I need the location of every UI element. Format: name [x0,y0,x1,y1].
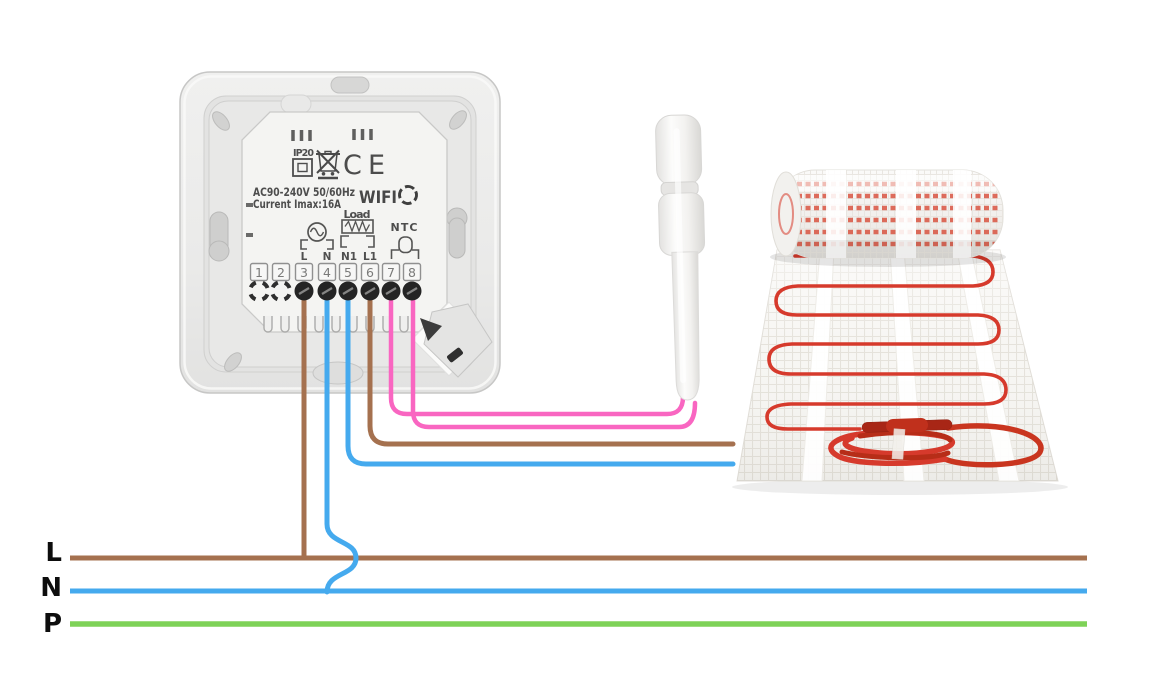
supply-bus-lines: L N P [40,538,1087,639]
empty-terminal-1 [248,280,270,302]
ntc-sensor-icon [390,236,420,259]
wifi-label: WIFI [359,188,397,208]
terminal-number-3: 3 [300,265,308,280]
neutral-in-wire [324,288,359,595]
probe-highlight [673,128,687,384]
mat-roll [770,169,1006,267]
terminal-screws [248,280,422,302]
top-mount-slot [330,76,370,94]
bottom-mount-slot [312,361,364,385]
probe-shaft [671,251,700,401]
ip-rating-label: IP20 [293,148,314,159]
ntc-floor-sensor-probe [655,114,706,401]
load-neutral-wire [345,288,736,467]
cable-splice-sleeve [886,418,929,433]
vent-slots [263,316,409,333]
terminal-number-1: 1 [255,265,263,280]
terminal-number-row: 1 2 3 4 5 6 7 8 [249,262,422,282]
terminal-label-l: L [301,251,308,263]
ac-supply-symbol [300,222,334,250]
ip20-box-icon [292,158,313,177]
terminal-number-8: 8 [408,265,416,280]
coil-tie [891,428,906,460]
terminal-number-4: 4 [323,265,331,280]
corner-hole-bottom-left [224,352,242,372]
spec-line-1: AC90-240V 50/60Hz [253,185,355,199]
load-resistor-icon [340,219,375,248]
neutral-bus-label: N [40,573,62,603]
top-tab [280,94,312,114]
ntc-label: NTC [391,221,418,234]
right-keyhole-slot [446,207,468,259]
empty-terminal-2 [270,280,292,302]
wifi-circle-icon [398,185,418,205]
roll-end-cap [770,171,802,257]
weee-bin-icon [316,149,340,180]
terminal-label-n: N [323,251,332,263]
mat-shadow [732,479,1068,495]
live-bus-label: L [45,538,62,568]
wiring [301,288,736,595]
earth-bus-label: P [43,609,62,639]
clamp-bracket [411,301,493,378]
spec-line-2: Current Imax:16A [253,197,341,211]
load-live-wire [367,288,736,447]
left-keyhole-slot [208,211,230,262]
vent-ticks [291,129,373,141]
terminal-number-5: 5 [344,265,352,280]
terminal-label-n1: N1 [341,251,357,263]
sensor-wire-1 [388,288,686,417]
terminal-label-l1: L1 [363,251,377,263]
cold-lead-coil [828,418,1044,468]
corner-hole-top-right [449,110,467,130]
sensor-wire-2 [410,288,698,430]
edge-ticks [246,203,253,237]
corner-hole-top-left [212,111,230,131]
screw-terminals [294,281,422,301]
terminal-number-6: 6 [366,265,374,280]
terminal-number-2: 2 [277,265,285,280]
terminal-number-7: 7 [387,265,395,280]
heating-mat [732,169,1068,495]
heating-cable-serpentine [765,254,1008,431]
thermostat-back-plate: IP20 CE AC90-240V 50/60Hz Current Imax:1… [179,71,501,394]
load-label: Load [344,208,371,221]
